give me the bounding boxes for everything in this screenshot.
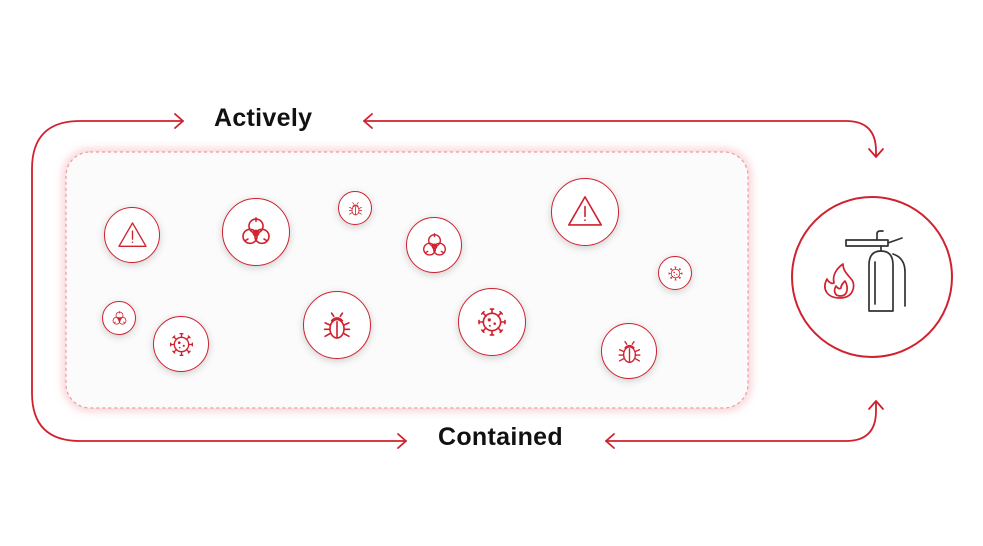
biohazard-badge (222, 198, 290, 266)
biohazard-icon (112, 310, 126, 325)
actively-label: Actively (214, 104, 313, 132)
contained-label: Contained (438, 423, 563, 451)
extinguisher-circle (791, 196, 953, 358)
loop-left-arrow (31, 113, 407, 449)
bug-icon (323, 312, 351, 339)
virus-icon (478, 308, 506, 336)
fire-extinguisher-icon (845, 230, 906, 312)
warning-icon (117, 221, 147, 247)
virus-badge (658, 256, 692, 290)
virus-icon (668, 266, 682, 280)
loop-top-arrow (363, 113, 884, 158)
flame-icon (824, 263, 855, 299)
biohazard-badge (102, 301, 136, 335)
warning-badge (104, 207, 160, 263)
bug-badge (601, 323, 657, 379)
warning-icon (567, 196, 603, 226)
biohazard-icon (422, 232, 446, 256)
virus-badge (153, 316, 209, 372)
loop-bottom-arrow (605, 400, 884, 449)
biohazard-icon (242, 217, 270, 245)
virus-badge (458, 288, 526, 356)
bug-icon (348, 201, 362, 215)
virus-icon (169, 332, 193, 356)
bug-badge (338, 191, 372, 225)
bug-icon (617, 340, 641, 363)
warning-badge (551, 178, 619, 246)
biohazard-badge (406, 217, 462, 273)
bug-badge (303, 291, 371, 359)
